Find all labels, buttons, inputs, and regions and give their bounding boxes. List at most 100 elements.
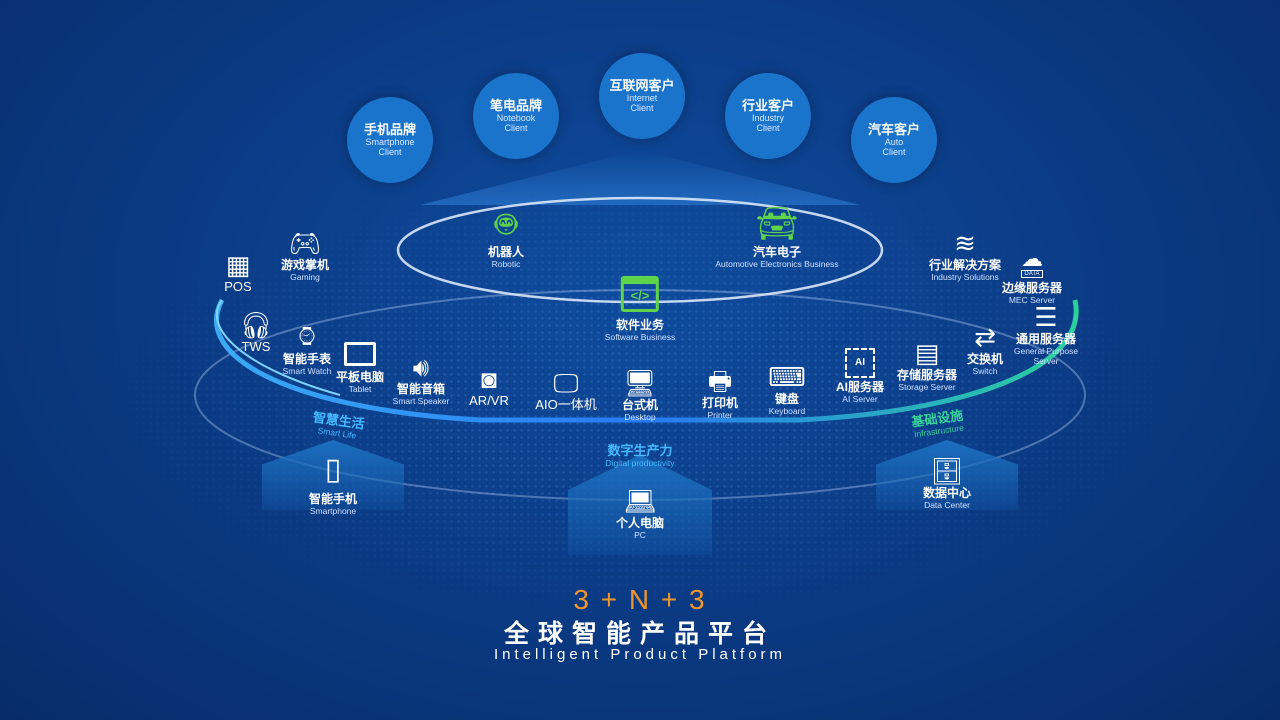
earbuds-icon: 🎧︎ <box>239 310 273 340</box>
gamepad-icon: 🎮︎ <box>288 228 322 258</box>
monitor-icon: 🖵︎ <box>553 368 579 398</box>
label: 平板电脑 <box>335 370 385 384</box>
label-en: Robotic <box>491 259 521 269</box>
label-en: Digital productivity <box>605 458 675 468</box>
label-en: Printer <box>707 410 733 420</box>
label: 键盘 <box>774 392 799 406</box>
label-en: Auto <box>884 137 904 147</box>
label-en: General Purpose <box>1013 346 1079 356</box>
label: 数字生产力 <box>607 443 673 458</box>
beam <box>420 150 860 205</box>
label-en: Client <box>504 123 528 133</box>
label: POS <box>224 279 252 294</box>
switch-icon: ⇄ <box>974 322 996 352</box>
glow-ring <box>214 298 1079 423</box>
label: 台式机 <box>621 398 659 412</box>
label: 数据中心 <box>922 486 972 500</box>
label-en: Storage Server <box>898 382 956 392</box>
label-en: Desktop <box>624 412 656 422</box>
ar-vr: ◙AR/VR <box>469 364 509 408</box>
label: 互联网客户 <box>609 78 675 93</box>
keyboard-icon: ⌨︎ <box>768 362 806 392</box>
speaker-icon: 🔊︎ <box>412 352 430 382</box>
label: 汽车电子 <box>752 245 801 259</box>
top-ring <box>396 196 884 304</box>
label: 软件业务 <box>615 318 664 332</box>
desktop-icon: 🖥︎ <box>623 368 657 398</box>
label: 行业解决方案 <box>928 258 1002 272</box>
cloud-upload-icon: ☁︎ <box>1020 246 1043 271</box>
laptop-icon: 💻︎ <box>623 486 657 516</box>
label: 智能手表 <box>282 352 331 366</box>
server-rack-icon: ☰ <box>1034 302 1058 332</box>
label-en: Smart Speaker <box>392 396 450 406</box>
label: 边缘服务器 <box>1001 281 1063 295</box>
robot-icon: 🤖︎ <box>495 203 517 244</box>
label: 行业客户 <box>741 98 794 113</box>
label-en: Smart Watch <box>282 366 332 376</box>
ai-chip-icon: AI <box>844 348 875 378</box>
label-en: Client <box>756 123 780 133</box>
aio: 🖵︎AIO一体机 <box>535 368 596 412</box>
label-en: Industry <box>751 113 784 123</box>
label: 汽车客户 <box>867 122 920 137</box>
data-center-icon: 🗄︎ <box>930 456 964 486</box>
label: AIO一体机 <box>535 397 597 412</box>
label: TWS <box>241 339 271 354</box>
label: 通用服务器 <box>1015 332 1077 346</box>
layers-icon: ≋ <box>954 228 976 258</box>
label-en: Internet <box>626 93 658 103</box>
tablet-icon <box>343 342 376 366</box>
label-en: Switch <box>972 366 998 376</box>
label: AI服务器 <box>835 380 885 394</box>
label-en: Data Center <box>924 500 970 510</box>
storage-server-icon: ▤ <box>914 338 940 368</box>
label: 手机品牌 <box>363 122 416 137</box>
label: 游戏掌机 <box>280 258 330 272</box>
label-en: Client <box>378 147 402 157</box>
label: 笔电品牌 <box>489 98 542 113</box>
vr-headset-icon: ◙ <box>481 364 497 394</box>
label: 机器人 <box>487 245 525 259</box>
data-badge: DATA <box>1021 270 1043 278</box>
label-en: Automotive Electronics Business <box>715 259 839 269</box>
main-title: 全球智能产品平台 <box>503 620 776 648</box>
label: AR/VR <box>469 393 509 408</box>
pos-terminal-icon: ▦ <box>225 250 251 280</box>
label-en: Client <box>630 103 654 113</box>
label-en: Software Business <box>604 332 676 342</box>
label: 打印机 <box>701 396 739 410</box>
label-en: PC <box>634 530 646 540</box>
label-en: Tablet <box>348 384 372 394</box>
pos: ▦POS <box>224 250 251 294</box>
label-en: Industry Solutions <box>931 272 999 282</box>
printer-icon: 🖶︎ <box>707 366 733 396</box>
tws: 🎧︎TWS <box>239 310 272 354</box>
subtitle: Intelligent Product Platform <box>493 646 787 663</box>
smartphone-icon: ▯ <box>324 453 342 486</box>
label-en: AI Server <box>842 394 878 404</box>
label-en: Server <box>1033 356 1059 366</box>
car-icon: 🚘︎ <box>755 205 799 243</box>
label-en: Gaming <box>290 272 320 282</box>
label-en: Notebook <box>496 113 536 123</box>
label-en: Keyboard <box>768 406 806 416</box>
watch-icon: ⌚︎ <box>293 322 320 352</box>
